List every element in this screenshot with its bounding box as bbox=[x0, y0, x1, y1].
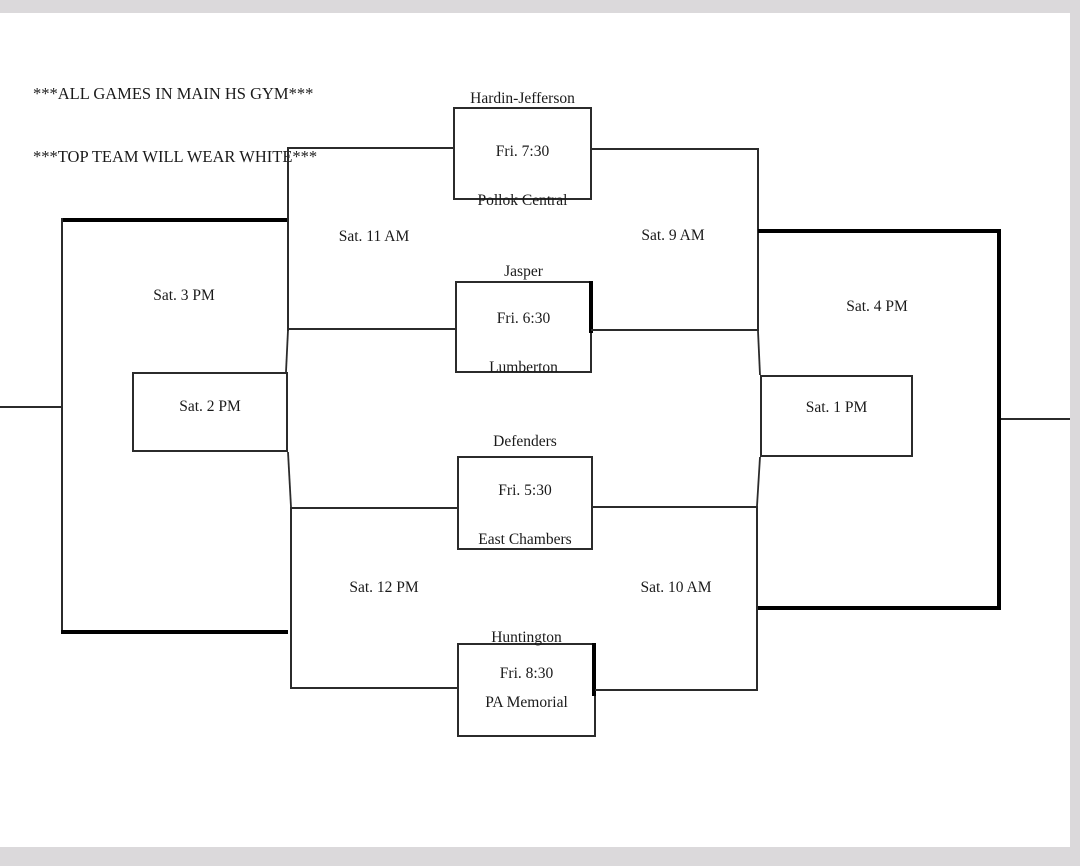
game-box-3: Defenders Fri. 5:30 East Chambers bbox=[457, 434, 593, 550]
note-all-games: ***ALL GAMES IN MAIN HS GYM*** bbox=[33, 84, 314, 103]
game-box-sat-2pm: Sat. 2 PM bbox=[132, 372, 288, 452]
connector-game1-right bbox=[591, 148, 758, 150]
connector-game4-right bbox=[595, 689, 758, 691]
team-name-bottom: East Chambers bbox=[478, 531, 572, 548]
thick-line-left-bottom bbox=[61, 630, 288, 634]
label-sat-10am: Sat. 10 AM bbox=[640, 579, 712, 596]
team-name-top: Jasper bbox=[504, 263, 543, 280]
game-box-4: Huntington Fri. 8:30 PA Memorial bbox=[457, 630, 596, 737]
bracket-vertical-left-top bbox=[287, 147, 289, 331]
game-box-2-bold-edge bbox=[589, 281, 593, 333]
connector-game1-left bbox=[288, 147, 454, 149]
game-label: Sat. 1 PM bbox=[805, 399, 868, 416]
label-sat-3pm: Sat. 3 PM bbox=[153, 287, 215, 304]
elbow-right-lower bbox=[756, 456, 761, 507]
bracket-vertical-right-bottom bbox=[756, 506, 758, 691]
game-label: Sat. 2 PM bbox=[179, 398, 241, 415]
team-name-top: Defenders bbox=[493, 433, 557, 450]
game-box-4-bold-edge bbox=[592, 643, 596, 696]
team-name-bottom: Lumberton bbox=[489, 359, 558, 376]
thick-line-left-top bbox=[61, 218, 287, 222]
consolation-output-line bbox=[0, 406, 62, 408]
page-margin-top bbox=[0, 0, 1080, 13]
label-sat-12pm: Sat. 12 PM bbox=[349, 579, 419, 596]
team-name-top: Hardin-Jefferson bbox=[470, 90, 575, 107]
game-time: Fri. 7:30 bbox=[495, 143, 550, 160]
game-time: Fri. 8:30 bbox=[499, 665, 554, 682]
connector-game3-right bbox=[592, 506, 757, 508]
bracket-vertical-right-top bbox=[757, 148, 759, 331]
team-name-bottom: PA Memorial bbox=[485, 694, 568, 711]
team-name-bottom: Pollok Central bbox=[477, 192, 568, 209]
game-box-sat-1pm: Sat. 1 PM bbox=[760, 375, 913, 457]
elbow-right-upper bbox=[757, 330, 761, 376]
gym-notes: ***ALL GAMES IN MAIN HS GYM*** ***TOP TE… bbox=[33, 41, 317, 209]
label-sat-4pm: Sat. 4 PM bbox=[846, 298, 908, 315]
page-margin-bottom bbox=[0, 847, 1080, 866]
connector-game4-left bbox=[291, 687, 458, 689]
left-final-vertical bbox=[61, 218, 63, 634]
note-top-team: ***TOP TEAM WILL WEAR WHITE*** bbox=[33, 147, 318, 166]
champion-output-line bbox=[1001, 418, 1070, 420]
thick-line-right-bottom bbox=[758, 606, 1001, 610]
game-box-2: Jasper Fri. 6:30 Lumberton bbox=[455, 264, 592, 376]
elbow-left-lower bbox=[287, 451, 292, 508]
label-sat-11am: Sat. 11 AM bbox=[338, 228, 410, 245]
connector-game3-left bbox=[292, 507, 458, 509]
page-margin-right bbox=[1070, 0, 1080, 866]
team-name-top: Huntington bbox=[491, 629, 562, 646]
bracket-vertical-left-bottom bbox=[290, 507, 292, 689]
elbow-left-upper bbox=[285, 329, 289, 373]
thick-line-right-top bbox=[758, 229, 1001, 233]
game-box-1: Hardin-Jefferson Fri. 7:30 Pollok Centra… bbox=[453, 91, 592, 209]
game-time: Fri. 5:30 bbox=[498, 482, 552, 499]
connector-game2-left bbox=[288, 328, 456, 330]
label-sat-9am: Sat. 9 AM bbox=[641, 227, 705, 244]
game-time: Fri. 6:30 bbox=[496, 310, 551, 327]
championship-vertical bbox=[997, 229, 1001, 610]
connector-game2-right bbox=[591, 329, 758, 331]
